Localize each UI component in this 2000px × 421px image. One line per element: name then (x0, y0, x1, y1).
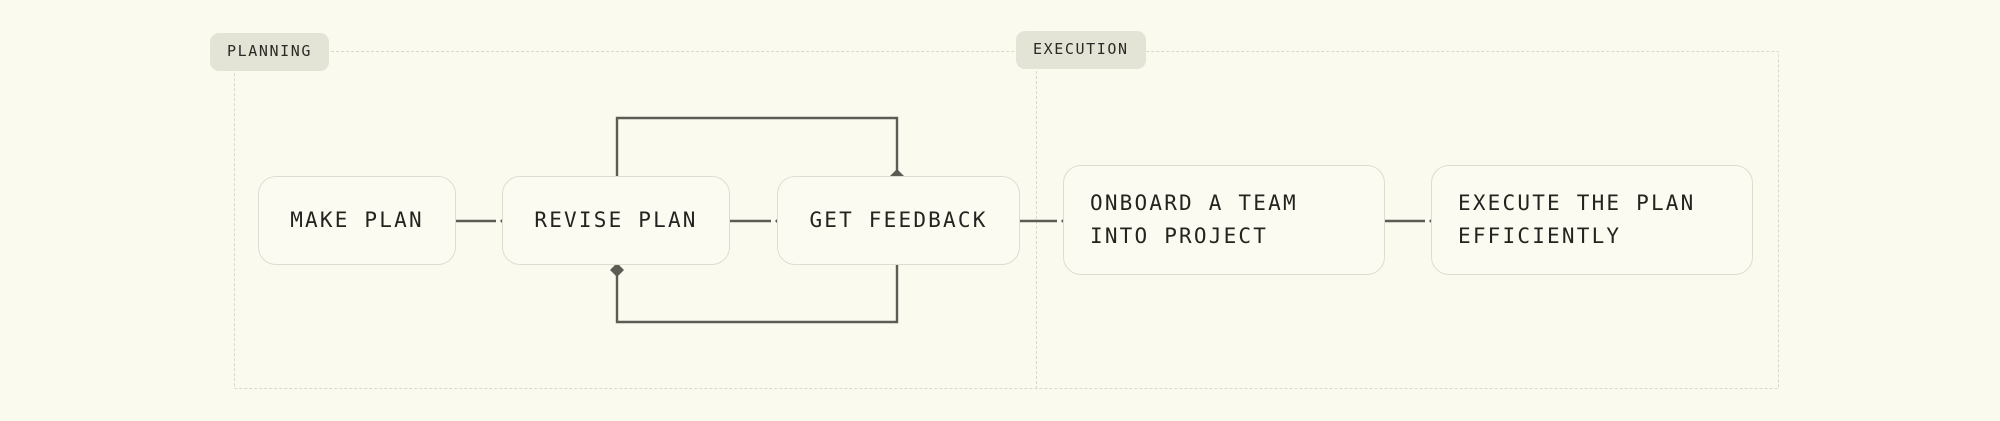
node-onboard-a-team-into-project[interactable]: ONBOARD A TEAM INTO PROJECT (1063, 165, 1385, 275)
node-get-feedback-label: GET FEEDBACK (809, 208, 988, 233)
section-tag-execution[interactable]: EXECUTION (1016, 31, 1146, 69)
node-make-plan-label: MAKE PLAN (290, 208, 424, 233)
node-revise-plan[interactable]: REVISE PLAN (502, 176, 730, 265)
node-execute-the-plan-efficiently[interactable]: EXECUTE THE PLAN EFFICIENTLY (1431, 165, 1753, 275)
node-get-feedback[interactable]: GET FEEDBACK (777, 176, 1020, 265)
group-section-divider (1036, 51, 1037, 389)
node-make-plan[interactable]: MAKE PLAN (258, 176, 456, 265)
node-execute-label: EXECUTE THE PLAN EFFICIENTLY (1458, 191, 1696, 248)
node-revise-plan-label: REVISE PLAN (534, 208, 698, 233)
node-onboard-label: ONBOARD A TEAM INTO PROJECT (1090, 191, 1298, 248)
group-container-frame (234, 51, 1779, 389)
section-tag-planning[interactable]: PLANNING (210, 33, 330, 71)
